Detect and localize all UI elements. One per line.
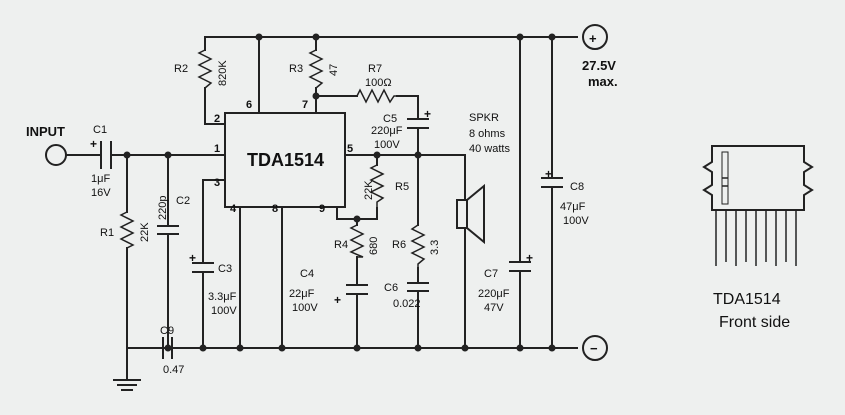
capacitor-c3: + C3 3.3μF 100V xyxy=(189,251,237,317)
resistor-r3: R3 47 xyxy=(289,49,340,89)
c7-value: 220μF xyxy=(478,288,510,300)
c7-ref: C7 xyxy=(484,268,498,280)
c3-ref: C3 xyxy=(218,263,232,275)
c3-voltage: 100V xyxy=(211,305,237,317)
input-label: INPUT xyxy=(26,124,65,139)
c5-voltage: 100V xyxy=(374,139,400,151)
c6-value: 0.022 xyxy=(393,298,421,310)
r7-value: 100Ω xyxy=(365,77,392,89)
c7-voltage: 47V xyxy=(484,302,504,314)
resistor-r6: R6 3.3 xyxy=(392,224,441,268)
c3-value: 3.3μF xyxy=(208,291,237,303)
r3-value: 47 xyxy=(328,64,340,76)
r6-value: 3.3 xyxy=(429,240,441,255)
c3-polarity: + xyxy=(189,251,196,265)
ic-tda1514: TDA1514 1 2 3 4 5 6 7 8 9 xyxy=(214,99,353,215)
r7-ref: R7 xyxy=(368,63,382,75)
capacitor-c8: + C8 47μF 100V xyxy=(541,167,589,227)
c1-ref: C1 xyxy=(93,124,107,136)
resistor-r1: R1 22K xyxy=(100,211,151,249)
speaker-impedance: 8 ohms xyxy=(469,128,506,140)
resistor-r2: R2 820K xyxy=(174,49,229,89)
c8-value: 47μF xyxy=(560,201,586,213)
r3-ref: R3 xyxy=(289,63,303,75)
r5-ref: R5 xyxy=(395,181,409,193)
pin-1: 1 xyxy=(214,143,220,155)
c4-voltage: 100V xyxy=(292,302,318,314)
pin-3: 3 xyxy=(214,177,220,189)
c1-value: 1μF xyxy=(91,173,110,185)
package-name: TDA1514 xyxy=(713,291,781,308)
input-terminal: INPUT xyxy=(26,124,67,166)
package-leads xyxy=(715,210,797,266)
ic-name: TDA1514 xyxy=(247,150,324,170)
negative-symbol: − xyxy=(590,341,598,356)
r1-value: 22K xyxy=(139,222,151,242)
resistor-r4: R4 680 xyxy=(334,224,380,258)
capacitor-c2: 220p C2 xyxy=(157,195,190,235)
ground-symbol xyxy=(113,379,141,391)
c7-polarity: + xyxy=(526,251,533,265)
supply-positive: + 27.5V max. xyxy=(582,24,618,89)
resistor-r5: 22K R5 xyxy=(363,164,409,208)
c8-ref: C8 xyxy=(570,181,584,193)
pin-4: 4 xyxy=(230,203,237,215)
capacitor-c7: + C7 220μF 47V xyxy=(478,251,533,314)
r4-value: 680 xyxy=(368,237,380,255)
supply-negative: − xyxy=(582,335,608,361)
ic-package-drawing: TDA1514 Front side xyxy=(702,145,814,331)
c6-ref: C6 xyxy=(384,282,398,294)
c4-value: 22μF xyxy=(289,288,315,300)
c2-value: 220p xyxy=(157,196,169,220)
pin-8: 8 xyxy=(272,203,278,215)
positive-symbol: + xyxy=(589,31,597,46)
pin-6: 6 xyxy=(246,99,252,111)
capacitor-c4: + C4 22μF 100V xyxy=(289,268,368,314)
resistor-r7: R7 100Ω xyxy=(356,63,397,104)
c8-polarity: + xyxy=(545,167,552,181)
capacitor-c1: + C1 1μF 16V xyxy=(90,124,112,199)
pin-2: 2 xyxy=(214,113,220,125)
c5-ref: C5 xyxy=(383,113,397,125)
pin-9: 9 xyxy=(319,203,325,215)
supply-max: max. xyxy=(588,74,618,89)
package-caption: Front side xyxy=(719,314,790,331)
capacitor-c5: + C5 220μF 100V xyxy=(371,107,431,151)
c4-ref: C4 xyxy=(300,268,314,280)
pin-5: 5 xyxy=(347,143,353,155)
speaker-name: SPKR xyxy=(469,112,499,124)
r6-ref: R6 xyxy=(392,239,406,251)
supply-voltage: 27.5V xyxy=(582,58,616,73)
c9-value: 0.47 xyxy=(163,364,184,376)
capacitor-c6: C6 0.022 xyxy=(384,282,429,310)
r1-ref: R1 xyxy=(100,227,114,239)
c5-value: 220μF xyxy=(371,125,403,137)
speaker: SPKR 8 ohms 40 watts xyxy=(456,112,510,245)
c9-ref: C9 xyxy=(160,325,174,337)
c1-polarity: + xyxy=(90,137,97,151)
speaker-power: 40 watts xyxy=(469,143,510,155)
c1-voltage: 16V xyxy=(91,187,111,199)
c8-voltage: 100V xyxy=(563,215,589,227)
junction-dots xyxy=(123,33,556,352)
c4-polarity: + xyxy=(334,293,341,307)
r5-value: 22K xyxy=(363,180,375,200)
capacitor-c9: C9 0.47 xyxy=(160,325,184,376)
r2-ref: R2 xyxy=(174,63,188,75)
c5-polarity: + xyxy=(424,107,431,121)
c2-ref: C2 xyxy=(176,195,190,207)
pin-7: 7 xyxy=(302,99,308,111)
r2-value: 820K xyxy=(217,60,229,86)
r4-ref: R4 xyxy=(334,239,348,251)
